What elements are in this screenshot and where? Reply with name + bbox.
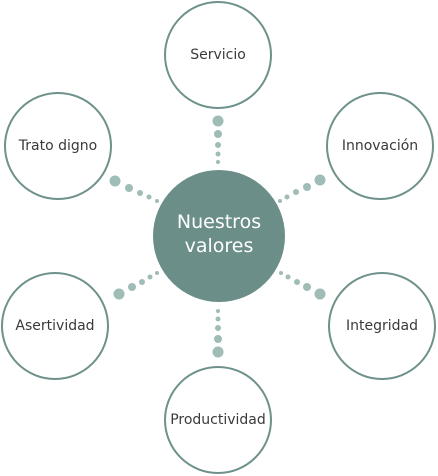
connector-dot	[215, 151, 221, 157]
connector-dots	[109, 115, 326, 358]
value-circle	[4, 92, 112, 200]
value-node-asertividad: Asertividad	[1, 272, 109, 380]
value-node-trato-digno: Trato digno	[4, 92, 112, 200]
value-node-servicio: Servicio	[164, 1, 272, 109]
connector-dot	[109, 175, 121, 187]
connector-dot	[293, 189, 299, 195]
connector-dot	[294, 279, 300, 285]
value-node-productividad: Productividad	[164, 366, 272, 474]
connector-dot	[155, 271, 159, 275]
value-node-integridad: Integridad	[328, 272, 436, 380]
value-circle	[1, 272, 109, 380]
connector-dot	[212, 346, 224, 358]
connector-dot	[303, 283, 311, 291]
connector-dot	[314, 288, 326, 300]
connector-dot	[155, 199, 159, 203]
connector-dot	[137, 190, 143, 196]
connector-dot	[146, 194, 152, 200]
connector-dot	[285, 274, 291, 280]
connector-dot	[279, 271, 283, 275]
value-node-innovacion: Innovación	[326, 92, 434, 200]
value-label: Productividad	[170, 412, 266, 428]
connector-dot	[212, 115, 224, 127]
center-node: Nuestros valores	[153, 170, 285, 302]
connector-dot	[216, 309, 220, 313]
value-label: Innovación	[342, 138, 418, 154]
connector-dot	[215, 142, 221, 148]
connector-dot	[139, 279, 145, 285]
connector-dot	[128, 283, 136, 291]
connector-dot	[214, 335, 222, 343]
value-label: Servicio	[190, 47, 246, 63]
connector-dot	[125, 184, 133, 192]
value-circle	[328, 272, 436, 380]
connector-dot	[214, 130, 222, 138]
connector-dot	[314, 174, 326, 186]
connector-dot	[215, 325, 221, 331]
connector-dot	[216, 160, 220, 164]
connector-dot	[303, 183, 311, 191]
center-label-line2: valores	[185, 235, 254, 257]
connector-dot	[147, 274, 153, 280]
connector-dot	[284, 194, 290, 200]
value-circle	[164, 1, 272, 109]
connector-dot	[215, 316, 221, 322]
value-label: Asertividad	[15, 318, 94, 334]
center-label-line1: Nuestros	[177, 211, 261, 233]
value-circle	[326, 92, 434, 200]
value-circle	[164, 366, 272, 474]
connector-dot	[278, 199, 282, 203]
connector-dot	[113, 288, 125, 300]
center-circle	[153, 170, 285, 302]
value-label: Trato digno	[18, 138, 97, 154]
value-label: Integridad	[346, 318, 418, 334]
